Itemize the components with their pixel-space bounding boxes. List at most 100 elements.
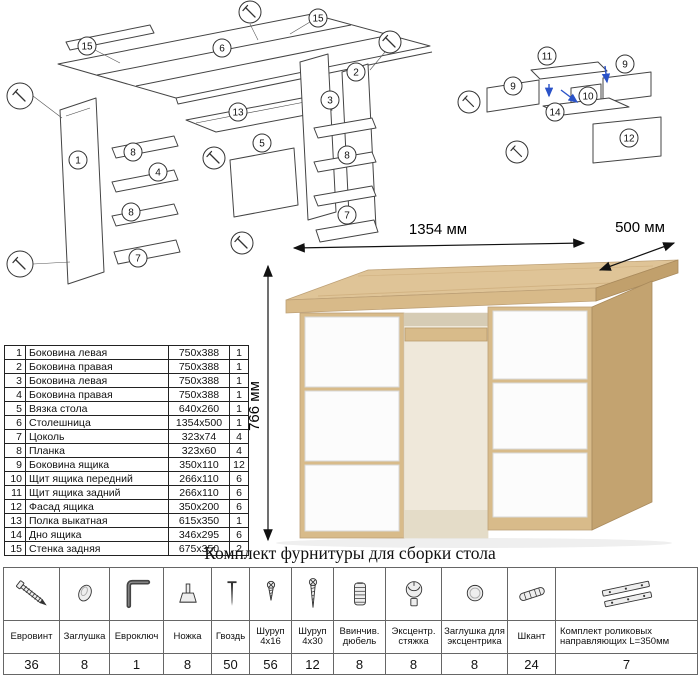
desk-drawer-front <box>492 382 588 450</box>
parts-cell-name: Боковина левая <box>25 373 169 388</box>
parts-cell-qty: 1 <box>229 513 249 528</box>
svg-text:10: 10 <box>582 92 594 103</box>
dimension-height: 766 мм <box>248 264 273 542</box>
parts-cell-qty: 6 <box>229 485 249 500</box>
hardware-qty: 8 <box>441 653 508 675</box>
svg-text:15: 15 <box>312 14 324 25</box>
hardware-item-cell <box>3 567 60 621</box>
parts-cell-name: Боковина правая <box>25 387 169 402</box>
parts-cell-qty: 6 <box>229 499 249 514</box>
fastener-detail-callouts <box>457 90 529 164</box>
part-number-callout: 8 <box>337 145 357 165</box>
part-number-callout: 10 <box>578 86 598 106</box>
part-number-callout: 6 <box>212 38 232 58</box>
hardware-qty: 56 <box>249 653 292 675</box>
part-plank <box>313 185 377 207</box>
assembly-direction-arrows <box>544 65 611 103</box>
hardware-label: Шуруп 4х30 <box>291 620 334 654</box>
svg-text:6: 6 <box>219 44 225 55</box>
parts-cell-size: 350х110 <box>168 457 230 472</box>
part-number-callout: 5 <box>252 133 272 153</box>
parts-cell-qty: 6 <box>229 527 249 542</box>
desk-drawer-front <box>492 310 588 380</box>
parts-cell-name: Дно ящика <box>25 527 169 542</box>
part-number-callout: 8 <box>123 142 143 162</box>
hardware-qty: 7 <box>555 653 698 675</box>
parts-cell-size: 750х388 <box>168 373 230 388</box>
hardware-label: Шкант <box>507 620 556 654</box>
parts-cell-name: Цоколь <box>25 429 169 444</box>
part-number-callout: 1 <box>68 150 88 170</box>
screw-short-icon <box>266 580 275 601</box>
cap-icon <box>77 584 92 602</box>
hardware-item-cell <box>507 567 556 621</box>
hardware-label: Заглушка для эксцентрика <box>441 620 508 654</box>
parts-cell-name: Боковина ящика <box>25 457 169 472</box>
hardware-item-cell <box>109 567 164 621</box>
parts-cell-num: 5 <box>4 401 26 416</box>
hardware-kit-table: Евровинт Заглушка Евроключ Ножка Гвоздь … <box>3 567 698 675</box>
hardware-labels-row: Евровинт Заглушка Евроключ Ножка Гвоздь … <box>3 620 698 654</box>
svg-text:13: 13 <box>232 108 244 119</box>
hardware-label: Ножка <box>163 620 212 654</box>
part-drawer-side <box>602 71 652 103</box>
svg-text:9: 9 <box>510 82 516 93</box>
parts-cell-name: Планка <box>25 443 169 458</box>
hardware-label: Евроключ <box>109 620 164 654</box>
hardware-qty-row: 36 8 1 8 50 56 12 8 8 8 24 7 <box>3 653 698 675</box>
part-tabletop <box>57 13 431 99</box>
cam-cap-icon <box>466 584 483 602</box>
hardware-qty: 50 <box>211 653 250 675</box>
parts-cell-qty: 1 <box>229 345 249 360</box>
svg-text:1: 1 <box>75 156 81 167</box>
dimension-depth: 500 мм <box>598 219 676 271</box>
hardware-label: Эксцентр. стяжка <box>385 620 442 654</box>
svg-text:7: 7 <box>344 211 350 222</box>
part-plank <box>111 203 179 227</box>
parts-cell-qty: 1 <box>229 373 249 388</box>
part-number-callout: 7 <box>337 205 357 225</box>
parts-cell-size: 615х350 <box>168 513 230 528</box>
cam-lock-icon <box>405 581 422 607</box>
floor-shadow <box>276 538 672 548</box>
part-plank <box>111 135 179 159</box>
parts-cell-name: Щит ящика передний <box>25 471 169 486</box>
hardware-item-cell <box>211 567 250 621</box>
desk-drawer-front <box>304 464 400 532</box>
parts-cell-size: 750х388 <box>168 387 230 402</box>
parts-cell-num: 1 <box>4 345 26 360</box>
parts-cell-size: 750х388 <box>168 345 230 360</box>
desk-knee-space <box>403 312 489 539</box>
hardware-label: Шуруп 4х16 <box>249 620 292 654</box>
svg-text:11: 11 <box>542 52 553 63</box>
desk-keyboard-shelf <box>404 327 488 342</box>
leader-lines <box>32 21 386 265</box>
parts-cell-qty: 4 <box>229 443 249 458</box>
nail-icon <box>227 581 237 606</box>
hardware-kit-title: Комплект фурнитуры для сборки стола <box>204 543 496 563</box>
part-drawer-back <box>530 61 608 80</box>
parts-cell-qty: 2 <box>229 541 249 556</box>
hardware-qty: 8 <box>59 653 110 675</box>
parts-cell-name: Боковина левая <box>25 345 169 360</box>
svg-text:14: 14 <box>549 108 561 119</box>
parts-cell-size: 266х110 <box>168 471 230 486</box>
hardware-item-cell <box>441 567 508 621</box>
screw-long-icon <box>308 578 317 608</box>
part-left-side-panel <box>59 97 105 285</box>
hardware-icons-row <box>3 567 698 621</box>
parts-cell-qty: 1 <box>229 359 249 374</box>
